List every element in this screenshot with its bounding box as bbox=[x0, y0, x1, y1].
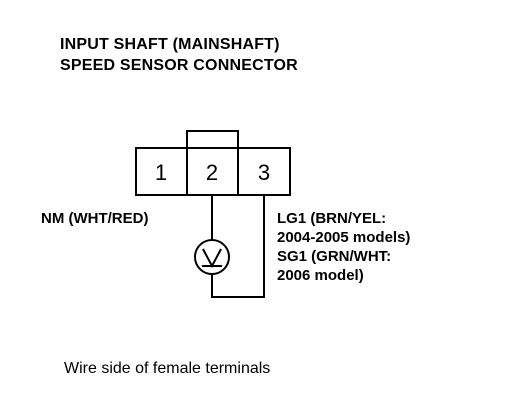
wire-label-line-3: SG1 (GRN/WHT: bbox=[277, 248, 392, 265]
connector-title: INPUT SHAFT (MAINSHAFT) SPEED SENSOR CON… bbox=[60, 34, 298, 76]
wire-label-line-1: LG1 (BRN/YEL: bbox=[277, 210, 387, 227]
wire-label-lg1-sg1: LG1 (BRN/YEL: 2004-2005 models) SG1 (GRN… bbox=[277, 209, 410, 285]
wire-label-nm: NM (WHT/RED) bbox=[41, 210, 149, 227]
terminal-3-number: 3 bbox=[258, 160, 270, 185]
connector-lock-tab bbox=[186, 130, 239, 149]
title-line-1: INPUT SHAFT (MAINSHAFT) bbox=[60, 36, 280, 53]
probe-lead-terminal-3 bbox=[211, 195, 265, 298]
wire-label-line-4: 2006 model) bbox=[277, 267, 364, 284]
title-line-2: SPEED SENSOR CONNECTOR bbox=[60, 57, 298, 74]
terminal-2-number: 2 bbox=[206, 160, 218, 185]
view-caption: Wire side of female terminals bbox=[64, 360, 271, 377]
voltmeter-icon bbox=[194, 239, 230, 275]
wire-label-line-2: 2004-2005 models) bbox=[277, 229, 411, 246]
terminal-1-number: 1 bbox=[155, 160, 167, 185]
